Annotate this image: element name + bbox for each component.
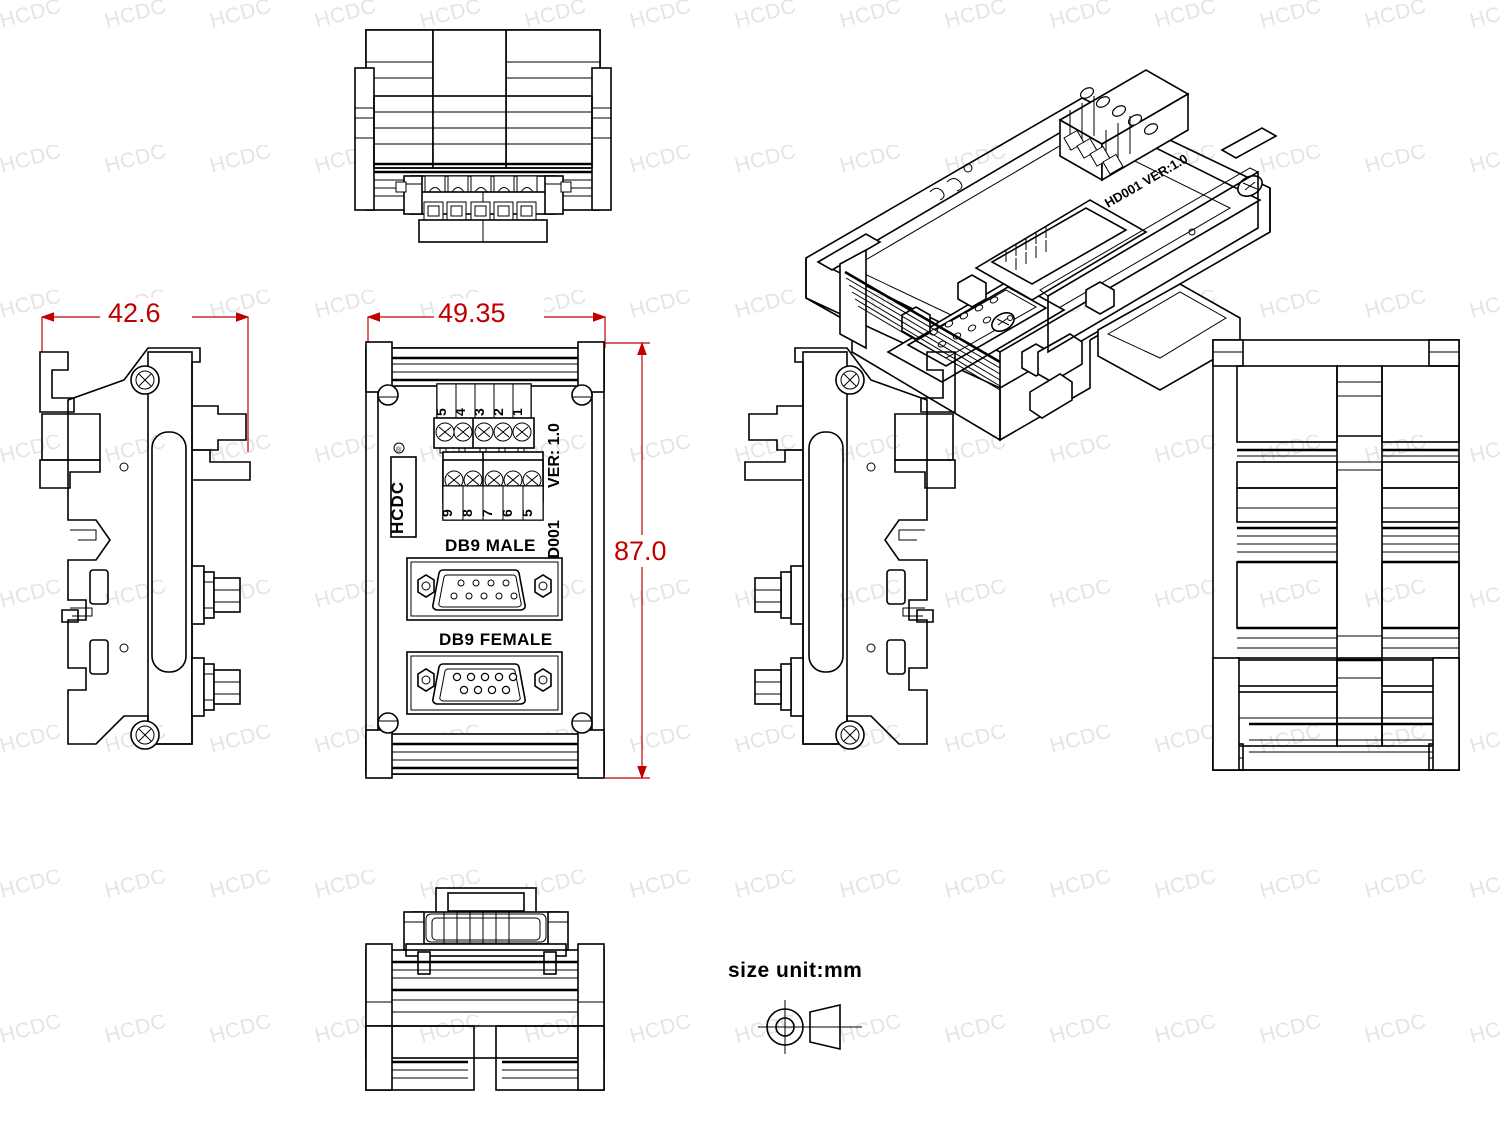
right-view-screw-top: [835, 365, 865, 395]
terminal-top-numbers: 5 4 3 2 1: [433, 383, 532, 419]
front-view-db9-female: [406, 651, 563, 715]
left-view-screw-top: [130, 365, 160, 395]
top-view: [354, 29, 612, 243]
db9-female-label: DB9 FEMALE: [439, 630, 553, 649]
front-view-version: VER: 1.0: [546, 423, 563, 488]
brand-logo-text: HCDC: [388, 481, 407, 534]
terminal-top-num-1: 1: [509, 408, 525, 416]
dimension-42-6-label: 42.6: [108, 298, 161, 328]
terminal-bottom-num-8: 8: [459, 509, 475, 517]
right-view-db9-female-shell: [754, 657, 804, 717]
db9-male-label: DB9 MALE: [445, 536, 536, 555]
dimension-87-0: 87.0: [605, 341, 688, 780]
size-unit-note: size unit:mm: [728, 959, 862, 982]
rear-view: [1212, 339, 1460, 771]
front-view-terminal-top: 5 4 3 2 1: [433, 383, 535, 454]
top-view-terminal-upper: [424, 175, 538, 193]
terminal-bottom-numbers: 9 8 7 6 5: [439, 485, 544, 521]
projection-symbol-icon: [758, 1000, 862, 1054]
rear-view-left-bands: [1236, 365, 1338, 747]
left-side-view: 42.6: [39, 298, 251, 750]
left-view-db9-male-shell: [191, 565, 241, 625]
right-view-db9-male-shell: [754, 565, 804, 625]
right-view-screw-bottom: [835, 720, 865, 750]
front-view: 49.35 87.0: [365, 298, 688, 780]
front-view-brand-logo: HCDC ®: [388, 442, 417, 538]
top-view-terminal-lower: [423, 201, 537, 221]
terminal-bottom-num-7: 7: [479, 509, 495, 517]
registered-mark-text: ®: [396, 446, 402, 454]
terminal-top-num-2: 2: [490, 408, 506, 416]
notes-block: size unit:mm: [728, 959, 862, 1054]
dimension-87-0-label: 87.0: [614, 536, 667, 566]
left-view-screw-bottom: [130, 720, 160, 750]
front-view-terminal-bottom: 9 8 7 6 5: [439, 451, 544, 521]
terminal-top-num-3: 3: [471, 408, 487, 416]
terminal-bottom-num-9: 9: [439, 509, 455, 517]
front-view-db9-male: [406, 557, 563, 621]
terminal-top-num-4: 4: [452, 408, 468, 416]
terminal-top-num-5: 5: [433, 408, 449, 416]
terminal-bottom-num-5: 5: [519, 509, 535, 517]
terminal-top-screws: [435, 422, 532, 442]
dimension-49-35-label: 49.35: [438, 298, 506, 328]
terminal-bottom-num-6: 6: [499, 509, 515, 517]
bottom-view: [365, 887, 605, 1091]
left-view-db9-female-shell: [191, 657, 241, 717]
right-side-view: [744, 347, 956, 750]
isometric-view: HD001 VER:1.0: [805, 69, 1278, 442]
dimension-49-35: 49.35: [366, 298, 607, 348]
